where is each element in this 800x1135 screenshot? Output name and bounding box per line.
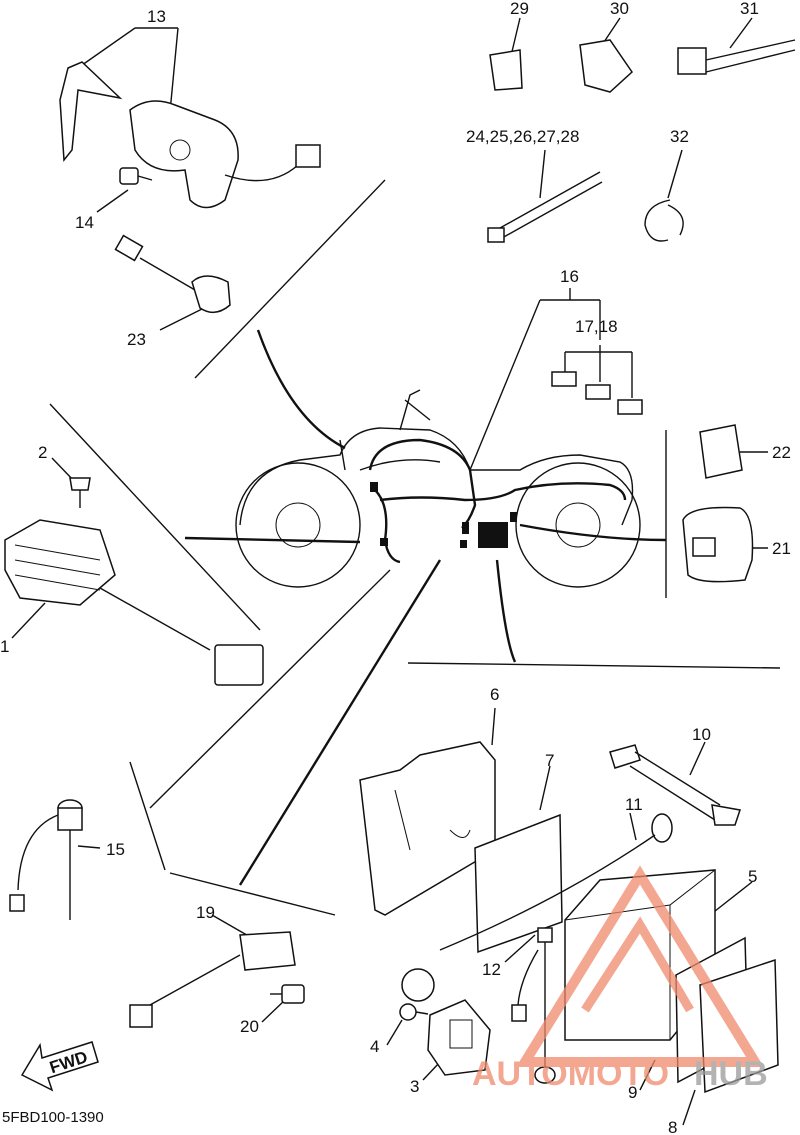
callout-6: 6 xyxy=(490,685,499,704)
rectifier-part xyxy=(4,519,264,686)
cable-tie-part xyxy=(487,171,603,243)
callout-19: 19 xyxy=(196,903,215,922)
watermark-logo: AUTOMOTO HUB xyxy=(472,865,768,1093)
callout-2: 2 xyxy=(38,443,47,462)
callout-11: 11 xyxy=(625,795,643,814)
callout-8: 8 xyxy=(668,1118,677,1135)
fwd-arrow-icon xyxy=(20,1041,99,1092)
callout-31: 31 xyxy=(740,0,759,18)
callout-5: 5 xyxy=(748,867,757,886)
callout-1: 1 xyxy=(0,637,9,656)
battery-band-part xyxy=(609,744,741,826)
fuse-parts xyxy=(551,371,643,415)
group-leader-lines xyxy=(11,17,781,1126)
callout-20: 20 xyxy=(240,1017,259,1036)
relay-part-22 xyxy=(699,424,743,479)
battery-box-part xyxy=(359,741,496,916)
motorcycle-outline xyxy=(235,389,641,588)
unit-part-21 xyxy=(682,506,754,583)
callout-4: 4 xyxy=(370,1037,379,1056)
fwd-label: FWD xyxy=(47,1047,90,1077)
neutral-switch-part xyxy=(9,799,83,920)
callout-14: 14 xyxy=(75,213,94,232)
screw-part-20 xyxy=(270,984,305,1004)
callout-3: 3 xyxy=(410,1077,419,1096)
pad-part-7 xyxy=(474,813,563,954)
callout-22: 22 xyxy=(772,443,791,462)
watermark-triangle-icon xyxy=(516,865,764,1067)
callout-24-28: 24,25,26,27,28 xyxy=(466,127,579,146)
watermark-text-secondary: HUB xyxy=(694,1055,768,1093)
callout-10: 10 xyxy=(692,725,711,744)
diagram-code: 5FBD100-1390 xyxy=(2,1109,104,1126)
callout-9: 9 xyxy=(628,1083,637,1102)
callout-15: 15 xyxy=(106,840,125,859)
clamp-part-29 xyxy=(489,49,523,91)
callout-13: 13 xyxy=(147,7,166,26)
main-switch-part xyxy=(59,61,321,209)
negative-cable-part xyxy=(511,927,556,1084)
callout-23: 23 xyxy=(127,330,146,349)
callout-7: 7 xyxy=(545,751,554,770)
watermark-inner-icon xyxy=(581,916,694,1013)
clamp-part-30 xyxy=(579,39,633,93)
clip-part-32 xyxy=(644,199,684,242)
callout-16: 16 xyxy=(560,267,579,286)
speed-sensor-part xyxy=(129,931,296,1028)
callout-32: 32 xyxy=(670,127,689,146)
battery-cable-part xyxy=(401,813,673,1002)
callout-21: 21 xyxy=(772,539,791,558)
callout-29: 29 xyxy=(510,0,529,18)
starter-relay-part xyxy=(427,999,491,1076)
band-part-31 xyxy=(677,39,796,75)
screw-part-4 xyxy=(399,1003,429,1021)
callout-30: 30 xyxy=(610,0,629,18)
bolt-part xyxy=(69,477,91,508)
sensor-part xyxy=(114,234,231,314)
watermark-text-primary: AUTOMOTO xyxy=(472,1055,669,1093)
callout-12: 12 xyxy=(482,960,501,979)
callout-17-18: 17,18 xyxy=(575,317,618,336)
screw-part xyxy=(119,167,153,185)
